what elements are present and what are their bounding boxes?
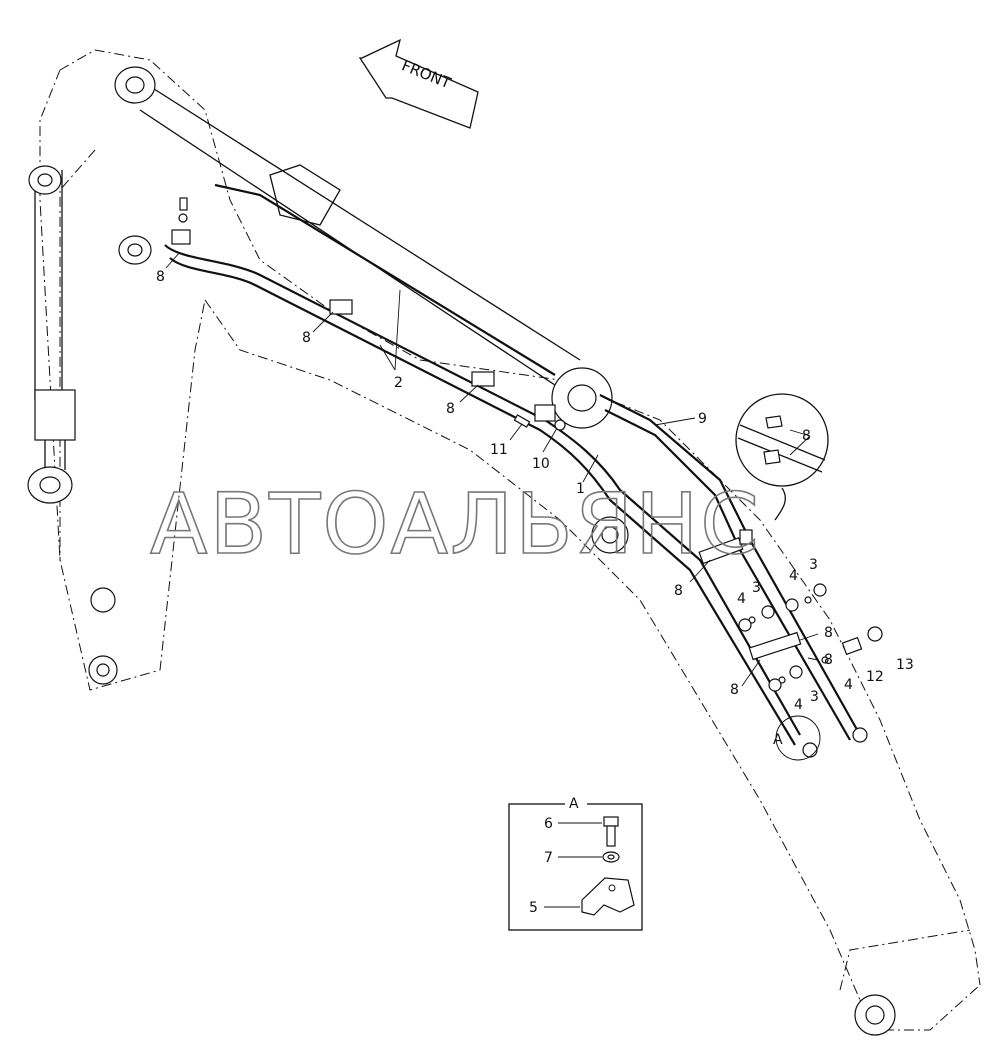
callout-8: 8 xyxy=(446,401,455,417)
callout-4: 4 xyxy=(844,677,853,693)
front-label: FRONT xyxy=(399,56,454,92)
callout-3: 3 xyxy=(752,580,761,596)
callout-3: 3 xyxy=(810,689,819,705)
callout-12: 12 xyxy=(866,669,884,685)
clamp-detail-circle xyxy=(735,393,829,521)
pipe-lines xyxy=(164,183,861,746)
callout-a-circle xyxy=(775,715,821,761)
top-bolt xyxy=(178,197,188,223)
callout-11: 11 xyxy=(490,442,508,458)
leader-lines xyxy=(165,251,819,687)
callout-4: 4 xyxy=(737,591,746,607)
callout-marker-a: A xyxy=(773,732,783,748)
arm-cylinder xyxy=(114,66,613,429)
part-callouts: 8 8 8 2 11 10 1 9 8 8 8 8 3 4 3 4 4 12 1… xyxy=(156,269,914,748)
watermark-text: АВТОАЛЬЯНС xyxy=(150,475,761,573)
callout-4: 4 xyxy=(789,568,798,584)
boom-cylinder xyxy=(27,165,76,504)
callout-8: 8 xyxy=(824,652,833,668)
fittings xyxy=(513,414,883,758)
callout-8: 8 xyxy=(156,269,165,285)
front-arrow: FRONT xyxy=(358,38,479,129)
callout-1: 1 xyxy=(576,481,585,497)
boom-outline xyxy=(39,49,981,1031)
callout-4: 4 xyxy=(794,697,803,713)
callout-8: 8 xyxy=(730,682,739,698)
detail-callout-5: 5 xyxy=(529,900,538,916)
callout-2: 2 xyxy=(394,375,403,391)
callout-8: 8 xyxy=(802,428,811,444)
callout-3: 3 xyxy=(809,557,818,573)
callout-8: 8 xyxy=(824,625,833,641)
callout-8: 8 xyxy=(674,583,683,599)
callout-9: 9 xyxy=(698,411,707,427)
detail-callout-6: 6 xyxy=(544,816,553,832)
callout-8: 8 xyxy=(302,330,311,346)
detail-view-a: A 6 7 5 xyxy=(508,796,643,931)
boom-pins xyxy=(88,516,896,1036)
callout-13: 13 xyxy=(896,657,914,673)
detail-view-title: A xyxy=(569,796,579,812)
detail-callout-7: 7 xyxy=(544,850,553,866)
pipe-clamps xyxy=(171,229,802,661)
callout-10: 10 xyxy=(532,456,550,472)
